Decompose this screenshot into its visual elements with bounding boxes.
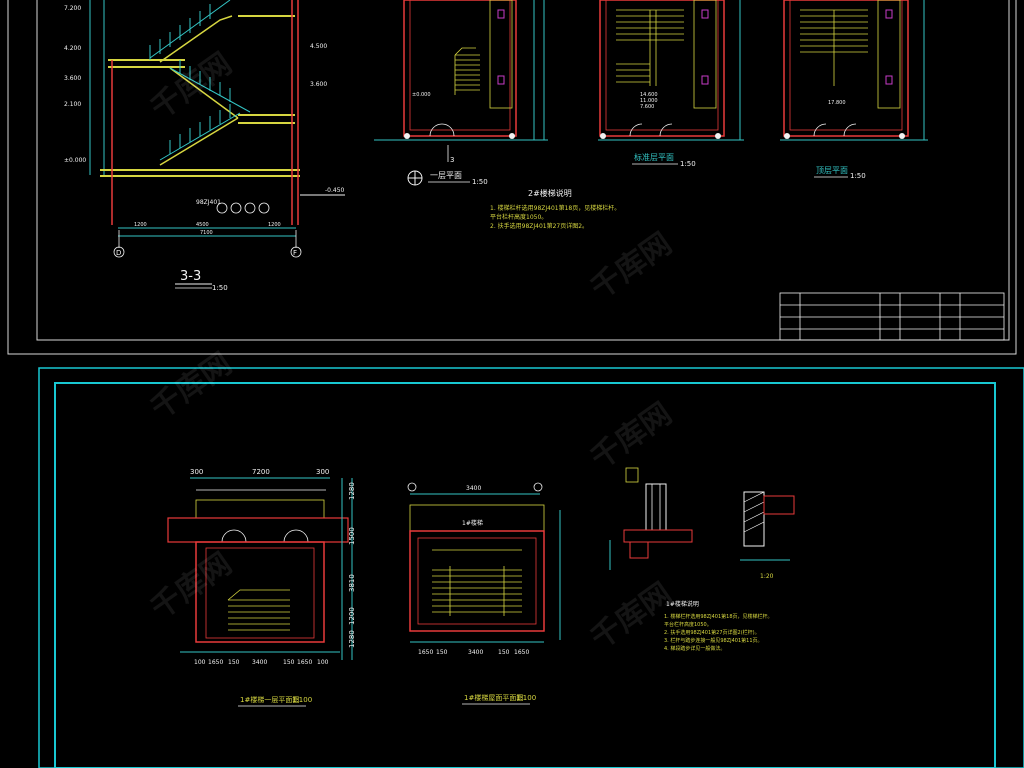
dim: 300 bbox=[316, 468, 329, 476]
lower-plan-roof: 3400 1#楼梯 1650 150 3400 150 bbox=[407, 482, 561, 705]
axis-bubble bbox=[113, 246, 125, 258]
side-dim: 1280 bbox=[348, 482, 356, 500]
upper-sheet: 7.200 4.200 2.100 3.600 ±0.000 bbox=[7, 0, 1017, 355]
elev-label: 7.200 bbox=[64, 5, 81, 12]
watermark-text: 千库网 bbox=[585, 396, 679, 476]
notes-line: 4. 梯段踏步详见一般做法。 bbox=[664, 645, 725, 652]
plan-elev: 7.600 bbox=[640, 104, 654, 110]
plan-top-floor: 17.800 顶层平面 1:50 bbox=[780, 0, 928, 180]
axis-label: F bbox=[293, 249, 297, 257]
notes-title: 1#楼梯说明 bbox=[666, 600, 699, 608]
side-dim: 1280 bbox=[348, 630, 356, 648]
plan-title: 1#楼梯屋面平面图 bbox=[464, 693, 523, 702]
plan-ground-floor: ±0.000 3 一层平面 1:50 bbox=[374, 0, 548, 186]
plan-title: 一层平面 bbox=[430, 171, 462, 180]
elev-label: 4.200 bbox=[64, 45, 81, 52]
dim: 4500 bbox=[196, 222, 209, 228]
watermarks: 千库网 千库网 千库网 千库网 千库网 千库网 bbox=[145, 46, 679, 656]
bottom-dim: 1650 bbox=[208, 659, 223, 666]
plan-title: 顶层平面 bbox=[816, 166, 848, 175]
plan-scale: 1:100 bbox=[292, 696, 312, 704]
plan-scale: 1:100 bbox=[516, 694, 536, 702]
lower-sheet: 300 7200 300 bbox=[38, 367, 1024, 768]
bottom-dim: 150 bbox=[228, 659, 240, 666]
dim: 7200 bbox=[252, 468, 270, 476]
plan-elev: 17.800 bbox=[828, 100, 846, 106]
right-elev: 4.500 bbox=[310, 43, 327, 50]
elev-label: 2.100 bbox=[64, 101, 81, 108]
plan-scale: 1:50 bbox=[850, 172, 866, 180]
notes-line: 2. 扶手选用98ZJ401第27页详图2(栏杆)。 bbox=[664, 629, 760, 636]
title-block bbox=[779, 292, 1005, 341]
elev-label: ±0.000 bbox=[64, 157, 86, 164]
dim: 7100 bbox=[200, 230, 213, 236]
lower-plan-first-floor: 300 7200 300 bbox=[167, 468, 356, 707]
plan-scale: 1:50 bbox=[680, 160, 696, 168]
upper-sheet-inner-border bbox=[36, 0, 1010, 341]
section-title: 3-3 bbox=[180, 269, 201, 284]
bottom-dim: 150 bbox=[283, 659, 295, 666]
section-3-3: 7.200 4.200 2.100 3.600 ±0.000 bbox=[64, 0, 345, 292]
section-mark: 3 bbox=[450, 156, 454, 164]
watermark-text: 千库网 bbox=[585, 226, 679, 306]
plan-label: 1#楼梯 bbox=[462, 519, 483, 527]
axis-label: D bbox=[116, 249, 121, 257]
upper-sheet-outer-border bbox=[7, 0, 1017, 355]
dim: 1200 bbox=[268, 222, 281, 228]
plan-scale: 1:50 bbox=[472, 178, 488, 186]
lower-details: 1:20 1#楼梯说明 1. 楼梯栏杆选用98ZJ401第18页，见楼梯栏杆。 … bbox=[609, 467, 795, 652]
plan-elev: 14.600 bbox=[640, 92, 658, 98]
dim: 3400 bbox=[466, 485, 481, 492]
bottom-dim: 150 bbox=[498, 649, 510, 656]
side-dim: 3810 bbox=[348, 574, 356, 592]
bottom-dim: 1650 bbox=[297, 659, 312, 666]
plan-elev: ±0.000 bbox=[412, 92, 431, 98]
right-elev: 3.600 bbox=[310, 81, 327, 88]
watermark-text: 千库网 bbox=[145, 546, 239, 626]
notes-line: 1. 楼梯栏杆选用98ZJ401第18页，见楼梯栏杆。 bbox=[490, 204, 620, 212]
plan-title: 1#楼梯一层平面图 bbox=[240, 695, 299, 704]
lower-sheet-outer-border bbox=[38, 367, 1024, 768]
bottom-dim: 150 bbox=[436, 649, 448, 656]
notes-line: 2. 扶手选用98ZJ401第27页详图2。 bbox=[490, 222, 588, 230]
lower-sheet-inner-border bbox=[54, 382, 996, 768]
bottom-dim: 100 bbox=[194, 659, 206, 666]
watermark-text: 千库网 bbox=[145, 346, 239, 426]
lower-stair-notes: 1#楼梯说明 1. 楼梯栏杆选用98ZJ401第18页，见楼梯栏杆。 平台栏杆高… bbox=[664, 600, 773, 652]
right-elev: -0.450 bbox=[325, 187, 345, 194]
notes-line: 平台栏杆高度1050。 bbox=[490, 213, 547, 221]
bottom-dim: 1650 bbox=[418, 649, 433, 656]
bottom-dim: 100 bbox=[317, 659, 329, 666]
upper-stair-notes: 2#楼梯说明 1. 楼梯栏杆选用98ZJ401第18页，见楼梯栏杆。 平台栏杆高… bbox=[490, 188, 620, 230]
notes-line: 平台栏杆高度1050。 bbox=[664, 621, 712, 628]
notes-line: 3. 栏杆与踏步连接一般见98ZJ401第11页。 bbox=[664, 637, 763, 644]
watermark-text: 千库网 bbox=[145, 46, 239, 126]
notes-line: 1. 楼梯栏杆选用98ZJ401第18页，见楼梯栏杆。 bbox=[664, 613, 773, 620]
side-dim: 1200 bbox=[348, 607, 356, 625]
bottom-dim: 3400 bbox=[252, 659, 267, 666]
plan-elev: 11.000 bbox=[640, 98, 658, 104]
section-scale: 1:50 bbox=[212, 284, 228, 292]
plan-title: 标准层平面 bbox=[634, 152, 674, 162]
bottom-dim: 1650 bbox=[514, 649, 529, 656]
dim: 1200 bbox=[134, 222, 147, 228]
side-dim: 1500 bbox=[348, 527, 356, 545]
note-tag: 98ZJ401 bbox=[196, 199, 221, 206]
dim: 300 bbox=[190, 468, 203, 476]
elev-label: 3.600 bbox=[64, 75, 81, 82]
notes-title: 2#楼梯说明 bbox=[528, 188, 572, 198]
bottom-dim: 3400 bbox=[468, 649, 483, 656]
axis-bubble bbox=[290, 246, 302, 258]
detail-scale: 1:20 bbox=[760, 573, 774, 580]
plan-standard-floor: 14.600 11.000 7.600 标准层平面 1:50 bbox=[598, 0, 744, 168]
